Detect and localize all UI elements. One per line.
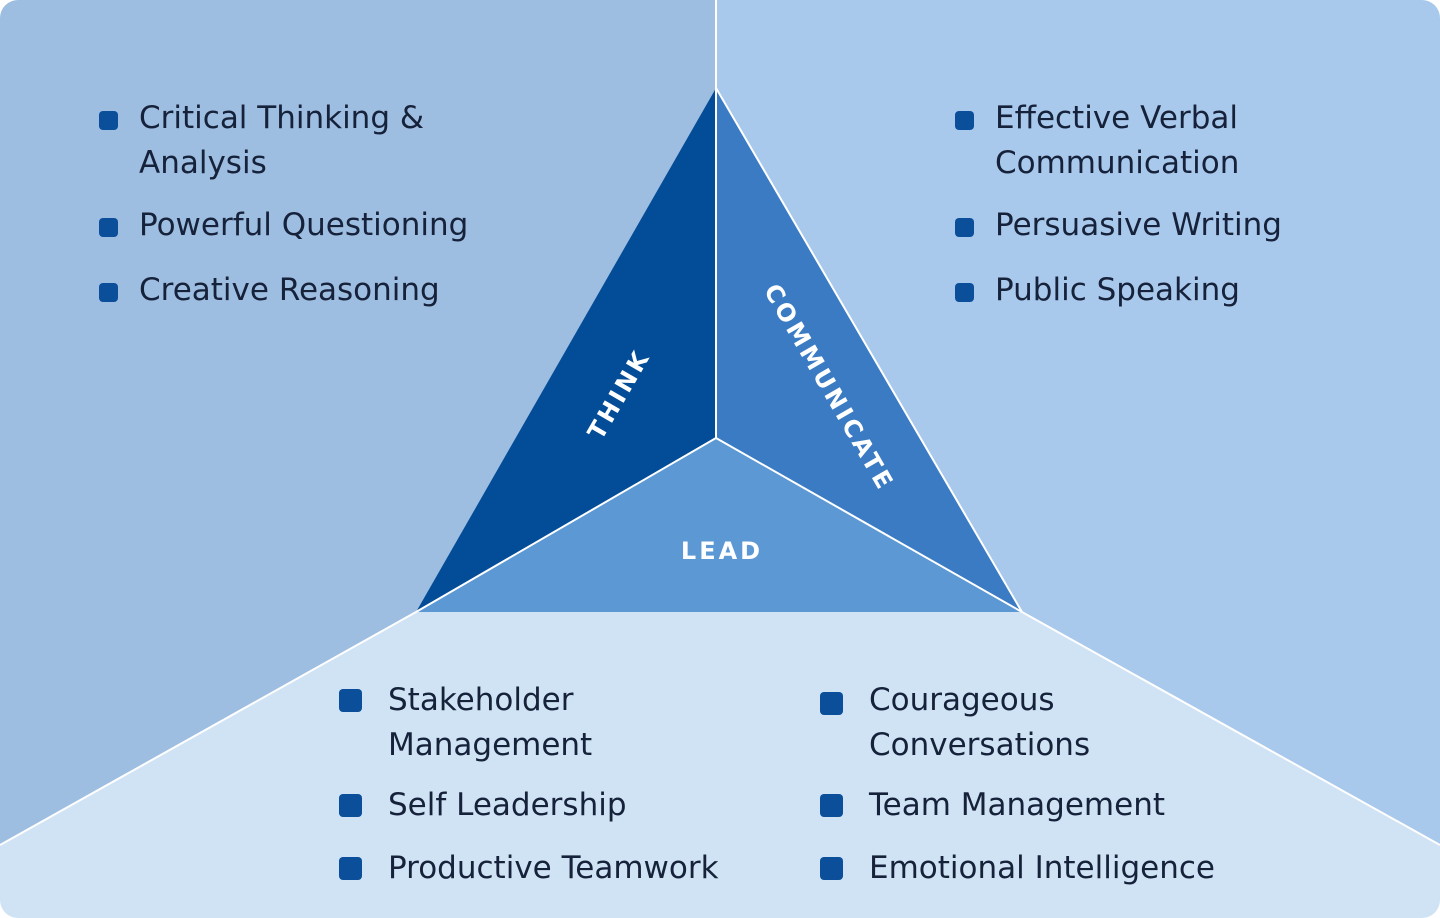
- skill-label: Emotional Intelligence: [869, 850, 1215, 886]
- think-skill-list: Critical Thinking & Analysis Powerful Qu…: [99, 96, 519, 313]
- list-item: Powerful Questioning: [99, 203, 519, 248]
- bullet-icon: [955, 111, 974, 130]
- communicate-panel: [716, 0, 1440, 845]
- lead-label: LEAD: [681, 537, 763, 565]
- skill-label: Creative Reasoning: [139, 272, 440, 308]
- skill-label: Effective Verbal Communication: [995, 100, 1240, 181]
- list-item: Persuasive Writing: [955, 203, 1355, 248]
- list-item: Courageous Conversations: [820, 678, 1260, 768]
- skill-label: Self Leadership: [388, 787, 627, 823]
- bullet-icon: [955, 218, 974, 237]
- bullet-icon: [820, 692, 843, 715]
- bullet-icon: [99, 283, 118, 302]
- skill-label: Team Management: [869, 787, 1165, 823]
- bullet-icon: [99, 111, 118, 130]
- list-item: Public Speaking: [955, 268, 1355, 313]
- skill-label: Productive Teamwork: [388, 850, 719, 886]
- skill-label: Stakeholder Management: [388, 682, 593, 763]
- skill-label: Critical Thinking & Analysis: [139, 100, 425, 181]
- divider-lines: [0, 0, 1440, 845]
- bullet-icon: [339, 689, 362, 712]
- bullet-icon: [955, 283, 974, 302]
- list-item: Effective Verbal Communication: [955, 96, 1355, 186]
- list-item: Emotional Intelligence: [820, 846, 1260, 891]
- think-panel: [0, 0, 716, 845]
- list-item: Stakeholder Management: [339, 678, 769, 768]
- list-item: Critical Thinking & Analysis: [99, 96, 519, 186]
- skill-label: Courageous Conversations: [869, 682, 1091, 763]
- list-item: Productive Teamwork: [339, 846, 769, 891]
- lead-segment: [416, 438, 1022, 612]
- lead-skill-list-right: Courageous Conversations Team Management…: [820, 678, 1260, 891]
- communicate-skill-list: Effective Verbal Communication Persuasiv…: [955, 96, 1355, 313]
- skill-label: Public Speaking: [995, 272, 1240, 308]
- bullet-icon: [99, 218, 118, 237]
- skill-label: Persuasive Writing: [995, 207, 1282, 243]
- bullet-icon: [339, 794, 362, 817]
- lead-panel: [0, 612, 1440, 918]
- list-item: Team Management: [820, 783, 1260, 828]
- list-item: Self Leadership: [339, 783, 769, 828]
- lead-skill-list-left: Stakeholder Management Self Leadership P…: [339, 678, 769, 891]
- bullet-icon: [820, 857, 843, 880]
- bullet-icon: [820, 794, 843, 817]
- skill-label: Powerful Questioning: [139, 207, 469, 243]
- bullet-icon: [339, 857, 362, 880]
- list-item: Creative Reasoning: [99, 268, 519, 313]
